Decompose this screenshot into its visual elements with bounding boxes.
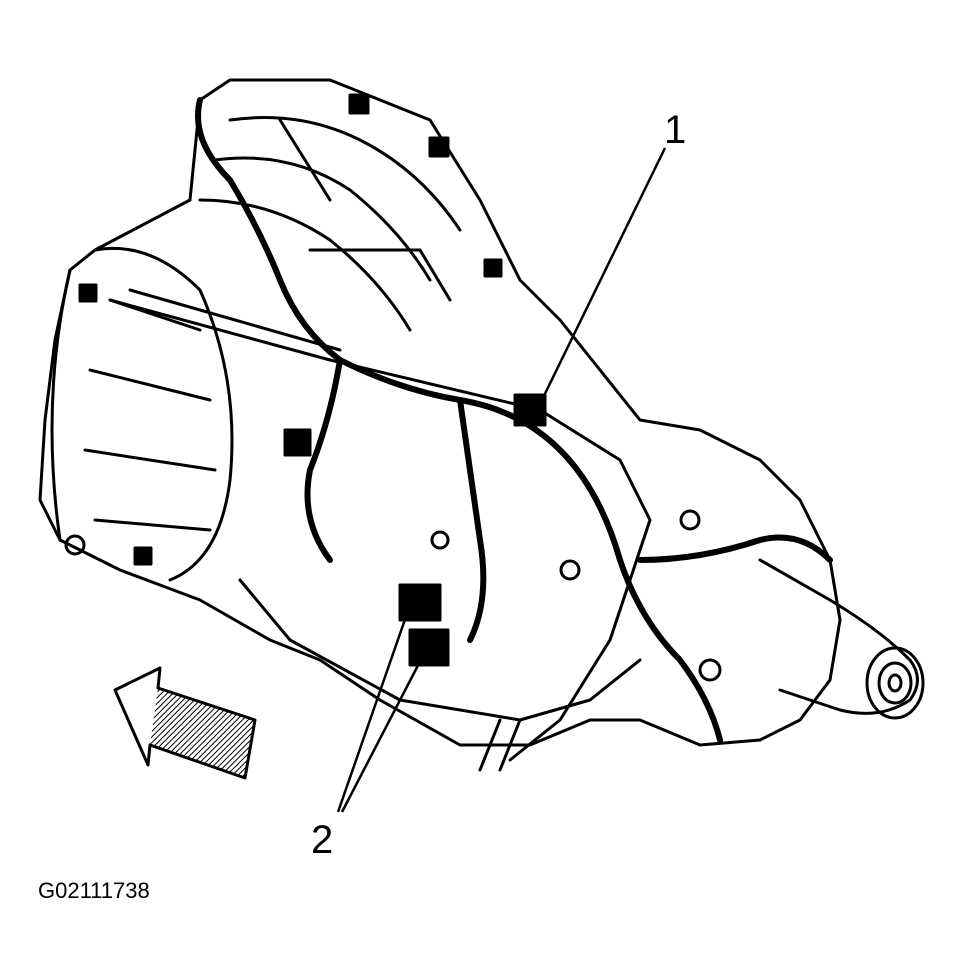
leader-line-2b xyxy=(340,647,429,813)
transmission-housing xyxy=(38,78,842,747)
callout-label-1: 1 xyxy=(664,108,687,152)
tailshaft xyxy=(758,558,919,715)
oil-pan xyxy=(238,578,642,722)
callout-label-2: 2 xyxy=(311,818,334,862)
front-direction-arrow xyxy=(113,666,257,780)
leader-line-1 xyxy=(536,147,667,409)
figure-id: G02111738 xyxy=(38,878,150,903)
leader-line-2a xyxy=(336,604,412,813)
component-2-connector-lower xyxy=(408,628,450,667)
component-2-connector-upper xyxy=(398,583,442,622)
component-1-connector xyxy=(513,393,547,427)
bell-housing xyxy=(50,246,234,582)
